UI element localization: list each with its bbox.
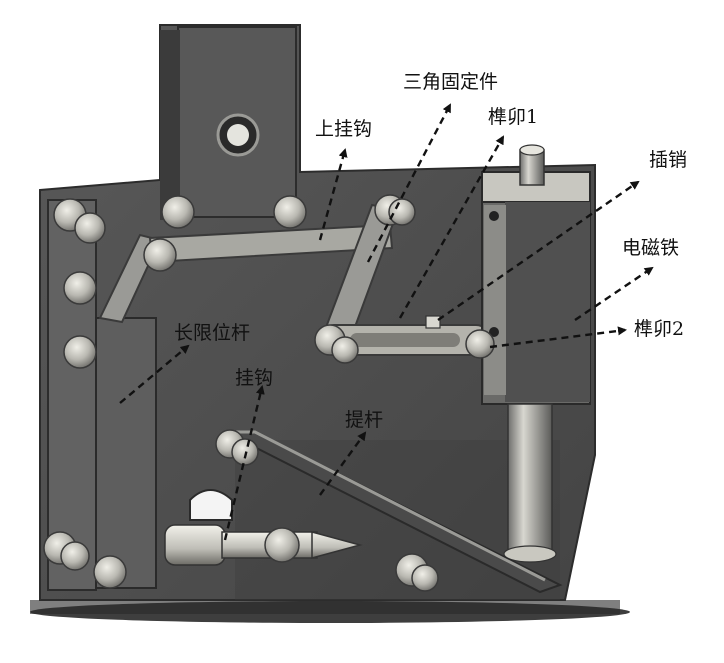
bolt: [411, 564, 439, 592]
electromagnet-face: [505, 202, 590, 402]
bolt: [161, 195, 195, 229]
arrow-tenon-2: [489, 326, 627, 349]
floor-shadow-strip: [30, 600, 620, 614]
support-cylinder-base: [503, 545, 557, 563]
bolt: [74, 212, 106, 244]
arrow-latch-pin: [437, 180, 640, 321]
upper-block-side: [160, 30, 180, 220]
arrow-tenon-1: [398, 135, 505, 319]
bolt: [465, 329, 495, 359]
bolt: [388, 198, 416, 226]
latch-pin-cap: [519, 144, 545, 156]
label-latch-pin: 插销: [649, 149, 688, 171]
housing-hole-2: [489, 327, 499, 337]
tenon-link-slot: [350, 333, 460, 347]
bolt: [331, 336, 359, 364]
bolt: [63, 271, 97, 305]
bolt: [143, 238, 177, 272]
label-tenon-2: 榫卯2: [634, 318, 685, 340]
label-hook: 挂钩: [235, 367, 274, 389]
electromagnet-window: [484, 205, 506, 395]
arrow-lift-rod: [319, 431, 367, 496]
upper-block-hole-light: [227, 124, 249, 146]
horizontal-pin-tip: [311, 531, 363, 559]
bolt: [273, 195, 307, 229]
bolt: [63, 335, 97, 369]
arrow-long-limit-rod: [119, 344, 190, 404]
bolts: [43, 194, 495, 592]
support-cylinder: [507, 403, 553, 555]
label-tenon-1: 榫卯1: [488, 106, 539, 128]
upper-block: [177, 26, 297, 218]
bolt: [93, 555, 127, 589]
long-limit-rod-plate: [95, 317, 157, 589]
label-upper-hook: 上挂钩: [315, 118, 373, 140]
label-electromagnet: 电磁铁: [622, 237, 680, 259]
label-long-limit-rod: 长限位杆: [174, 322, 251, 344]
horizontal-pin-body: [164, 524, 226, 566]
bolt: [231, 438, 259, 466]
arrow-electromagnet: [574, 266, 654, 321]
housing-hole-1: [489, 211, 499, 221]
callout-arrows: [119, 103, 654, 541]
arrow-triangle-fixture: [366, 103, 452, 263]
arrow-hook: [223, 385, 265, 541]
label-lift-rod: 提杆: [345, 409, 384, 431]
left-bar: [47, 199, 97, 591]
latch-block: [425, 315, 441, 329]
label-triangle-fixture: 三角固定件: [403, 71, 499, 93]
arrow-upper-hook: [318, 148, 348, 241]
lower-cutout: [189, 489, 233, 521]
bolt: [264, 527, 300, 563]
bolt: [60, 541, 90, 571]
